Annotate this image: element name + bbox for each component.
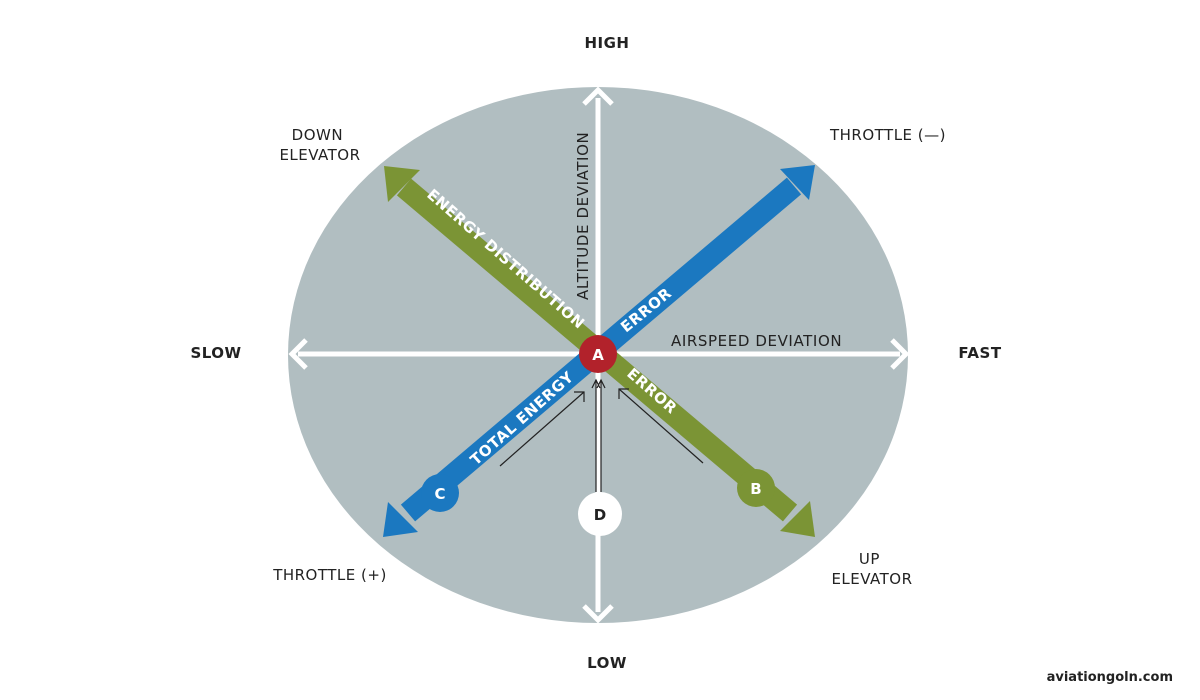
low-label: LOW [587, 654, 627, 672]
high-label: HIGH [584, 34, 629, 52]
pointer-arrow-right [618, 388, 704, 464]
up-elevator-label: UP ELEVATOR [831, 550, 912, 588]
point-d: D [578, 492, 622, 536]
point-c-label: C [434, 485, 445, 503]
slow-label: SLOW [190, 344, 241, 362]
point-c: C [421, 474, 459, 512]
point-d-label: D [594, 506, 606, 524]
altitude-deviation-label: ALTITUDE DEVIATION [574, 132, 592, 300]
pointer-arrows [499, 378, 704, 492]
watermark-text: aviationgoln.com [1047, 670, 1173, 685]
point-b-label: B [750, 480, 761, 498]
throttle-minus-label: THROTTLE (—) [829, 126, 946, 144]
point-a: A [579, 335, 617, 373]
airspeed-deviation-label: AIRSPEED DEVIATION [671, 332, 842, 350]
throttle-plus-label: THROTTLE (+) [272, 566, 387, 584]
fast-label: FAST [958, 344, 1001, 362]
pointer-arrow-left [499, 391, 585, 467]
point-a-label: A [592, 346, 604, 364]
point-b: B [737, 469, 775, 507]
down-elevator-label: DOWN ELEVATOR [279, 126, 360, 164]
